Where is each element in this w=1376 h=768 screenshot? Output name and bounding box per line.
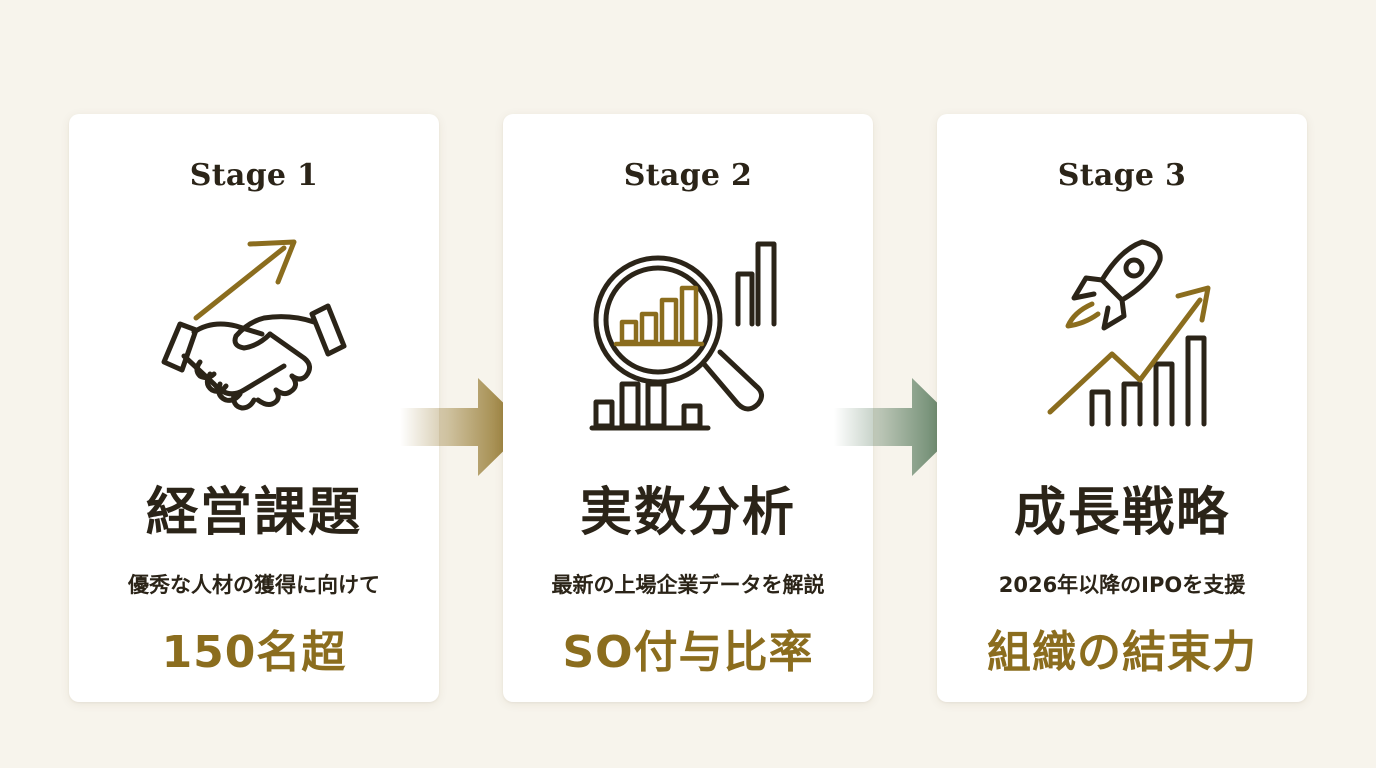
arrow-right-icon xyxy=(400,378,530,476)
stage-highlight: SO付与比率 xyxy=(562,627,814,678)
stage-title: 経営課題 xyxy=(145,482,362,543)
stage-subtitle: 優秀な人材の獲得に向けて xyxy=(128,573,380,597)
stage-card-1: Stage 1 xyxy=(69,114,439,702)
stage-card-2: Stage 2 xyxy=(503,114,873,702)
stage-highlight: 150名超 xyxy=(161,627,347,678)
stage-highlight: 組織の結束力 xyxy=(987,627,1257,678)
stage-title: 実数分析 xyxy=(579,482,796,543)
stage-title: 成長戦略 xyxy=(1013,482,1230,543)
stage-label: Stage 3 xyxy=(1057,158,1187,193)
handshake-arrow-icon xyxy=(154,234,354,434)
stage-subtitle: 2026年以降のIPOを支援 xyxy=(998,573,1246,597)
stage-label: Stage 2 xyxy=(623,158,753,193)
stage-subtitle: 最新の上場企業データを解説 xyxy=(551,573,825,597)
stage-card-3: Stage 3 成長戦略 2026年以 xyxy=(937,114,1307,702)
magnifier-chart-icon xyxy=(588,234,788,434)
stage-label: Stage 1 xyxy=(189,158,319,193)
arrow-right-icon xyxy=(834,378,964,476)
rocket-growth-icon xyxy=(1022,234,1222,434)
